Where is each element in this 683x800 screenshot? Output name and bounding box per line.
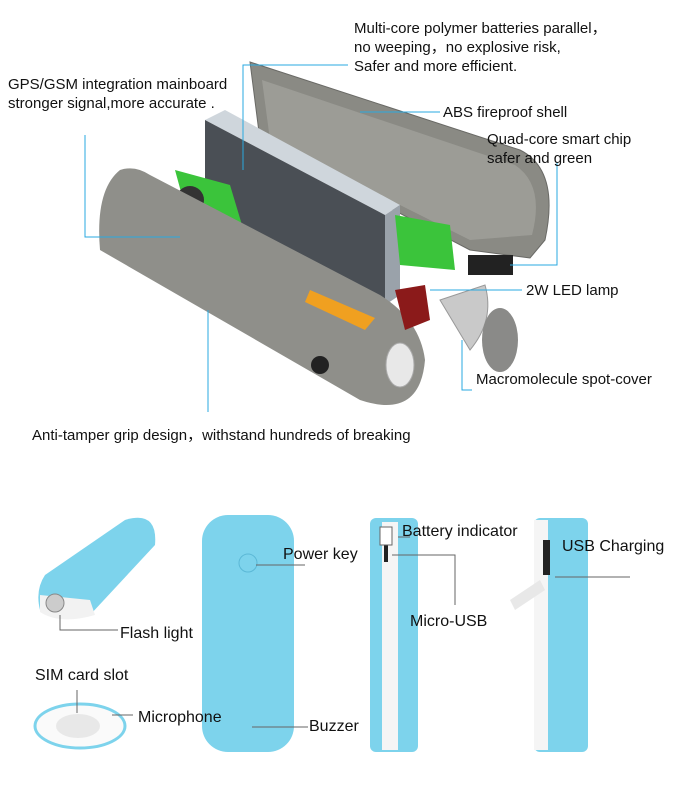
chip-label: Quad-core smart chip safer and green <box>487 130 631 168</box>
spot-cover-label: Macromolecule spot-cover <box>476 371 652 388</box>
batteries-label: Multi-core polymer batteries parallel， n… <box>354 19 607 76</box>
sim-slot-label: SIM card slot <box>35 667 129 684</box>
batteries-label-line: Safer and more efficient. <box>354 58 518 75</box>
buzzer-label: Buzzer <box>309 718 359 735</box>
leader-lines-gray <box>59 536 630 728</box>
shell-label: ABS fireproof shell <box>443 104 568 121</box>
micro-usb-label: Micro-USB <box>410 613 488 630</box>
grip-shell <box>99 168 425 405</box>
mainboard-label-line: GPS/GSM integration mainboard <box>8 76 228 93</box>
front-device-view <box>202 515 294 752</box>
spot-cover <box>482 308 518 372</box>
usb-side-device-view <box>510 518 588 752</box>
chip-board <box>395 215 513 275</box>
leader-lines-blue <box>84 64 558 412</box>
side-device-view <box>370 518 418 752</box>
battery-pack <box>205 110 400 305</box>
lamp-label: 2W LED lamp <box>526 282 619 299</box>
led-lamp <box>395 284 489 351</box>
battery-indicator-label: Battery indicator <box>402 523 518 540</box>
batteries-label-line: Multi-core polymer batteries parallel， <box>354 20 607 37</box>
power-key-label: Power key <box>283 546 358 563</box>
usb-charging-label: USB Charging <box>562 538 665 555</box>
chip-label-line: Quad-core smart chip <box>487 131 632 148</box>
grip-label: Anti-tamper grip design，withstand hundre… <box>32 427 411 444</box>
bottom-cap-view <box>33 702 127 750</box>
batteries-label-line: no weeping，no explosive risk, <box>354 39 561 56</box>
flashlight-device-view <box>38 517 156 620</box>
chip-label-line: safer and green <box>487 150 593 167</box>
mainboard-label-line: stronger signal,more accurate . <box>8 95 215 112</box>
mainboard-label: GPS/GSM integration mainboard stronger s… <box>8 75 227 113</box>
microphone-label: Microphone <box>138 709 222 726</box>
abs-shell <box>249 61 550 259</box>
flash-light-label: Flash light <box>120 625 193 642</box>
